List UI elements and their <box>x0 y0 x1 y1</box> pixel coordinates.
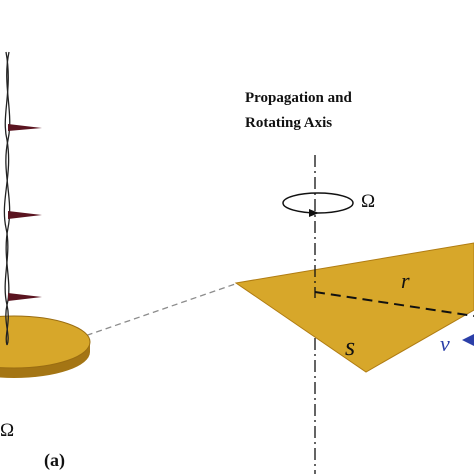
velocity-symbol: v <box>440 331 450 356</box>
velocity-arrow <box>462 334 474 346</box>
left-disc <box>0 315 91 378</box>
omega-bottom-symbol: Ω <box>0 420 15 441</box>
panel-label: (a) <box>44 450 65 470</box>
rotation-arrowhead <box>309 209 319 217</box>
helical-wave <box>3 51 11 346</box>
axis-label-line2: Rotating Axis <box>245 115 333 131</box>
pulse-spike-1 <box>8 124 42 131</box>
radius-symbol: r <box>401 268 410 293</box>
rotating-sheet <box>234 242 474 373</box>
radius-line <box>314 291 474 317</box>
s-symbol: s <box>345 332 356 361</box>
axis-label-line1: Propagation and <box>245 90 352 106</box>
pulse-spike-3 <box>8 293 42 301</box>
pulse-spike-2 <box>8 211 42 219</box>
connector-dashed-line <box>29 282 239 356</box>
pulse-spikes <box>8 124 42 301</box>
rotation-arrow <box>282 192 354 214</box>
omega-top-symbol: Ω <box>361 191 376 212</box>
